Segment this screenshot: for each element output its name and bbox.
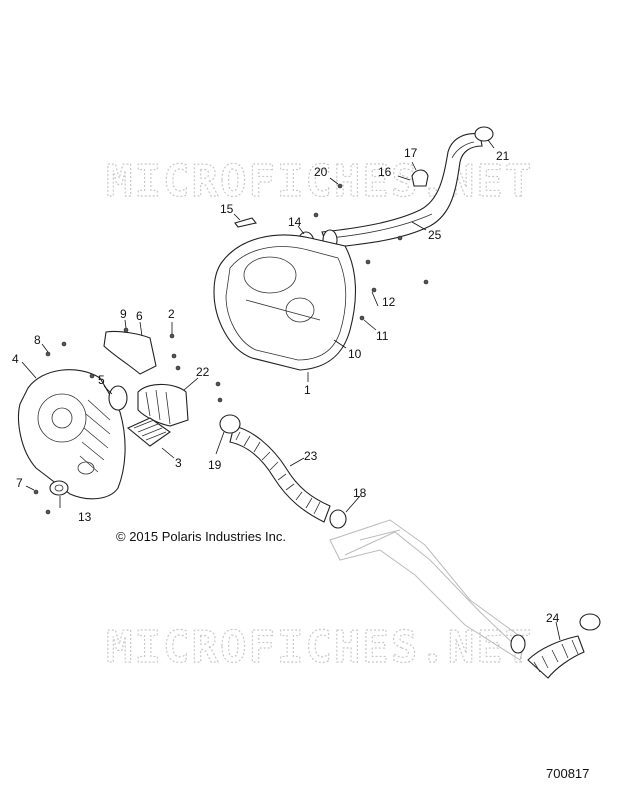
boot-24 bbox=[527, 635, 585, 679]
callout-9: 9 bbox=[120, 307, 127, 321]
callouts: 1 2 3 4 5 6 7 8 9 10 11 12 13 14 15 16 1… bbox=[12, 146, 560, 625]
callout-11: 11 bbox=[376, 329, 389, 343]
leader-lines bbox=[21, 139, 561, 641]
callout-16: 16 bbox=[378, 165, 392, 179]
clamp-24a bbox=[510, 634, 526, 654]
callout-8: 8 bbox=[34, 333, 41, 347]
callout-22: 22 bbox=[196, 365, 210, 379]
bolts bbox=[33, 183, 429, 515]
figure-number: 700817 bbox=[546, 766, 590, 781]
outer-clutch-cover-1 bbox=[213, 234, 356, 371]
inner-clutch-cover-4 bbox=[18, 369, 126, 500]
adapter-22 bbox=[137, 383, 189, 427]
callout-7: 7 bbox=[16, 476, 23, 490]
bracket-15 bbox=[234, 217, 257, 228]
callout-20: 20 bbox=[314, 165, 328, 179]
copyright-notice: © 2015 Polaris Industries Inc. bbox=[116, 529, 286, 544]
callout-5: 5 bbox=[98, 373, 105, 387]
callout-24: 24 bbox=[546, 611, 560, 625]
callout-19: 19 bbox=[208, 458, 222, 472]
callout-2: 2 bbox=[168, 307, 175, 321]
callout-18: 18 bbox=[353, 486, 367, 500]
callout-1: 1 bbox=[304, 383, 311, 397]
callout-14: 14 bbox=[288, 215, 302, 229]
callout-17: 17 bbox=[404, 146, 418, 160]
watermark-top: MICROFICHES.NET bbox=[106, 156, 533, 207]
callout-4: 4 bbox=[12, 352, 19, 366]
plug-13 bbox=[49, 480, 69, 496]
clamp-5 bbox=[108, 385, 128, 411]
callout-3: 3 bbox=[175, 456, 182, 470]
callout-21: 21 bbox=[496, 149, 510, 163]
filter-screen-3 bbox=[126, 417, 171, 447]
callout-6: 6 bbox=[136, 309, 143, 323]
clamp-18 bbox=[329, 509, 347, 529]
clamp-17 bbox=[411, 169, 429, 187]
clamp-21 bbox=[474, 126, 494, 142]
watermark-bottom: MICROFICHES.NET bbox=[106, 622, 533, 673]
callout-23: 23 bbox=[304, 449, 318, 463]
intake-duct-25 bbox=[321, 133, 483, 249]
callout-25: 25 bbox=[428, 228, 442, 242]
ghost-outlet-duct bbox=[329, 519, 526, 661]
callout-10: 10 bbox=[348, 347, 362, 361]
clamp-24b bbox=[579, 613, 601, 631]
clamp-19 bbox=[219, 414, 241, 434]
hose-23 bbox=[229, 425, 331, 523]
callout-15: 15 bbox=[220, 202, 234, 216]
inlet-cover-6 bbox=[103, 330, 157, 375]
callout-13: 13 bbox=[78, 510, 92, 524]
callout-12: 12 bbox=[382, 295, 396, 309]
